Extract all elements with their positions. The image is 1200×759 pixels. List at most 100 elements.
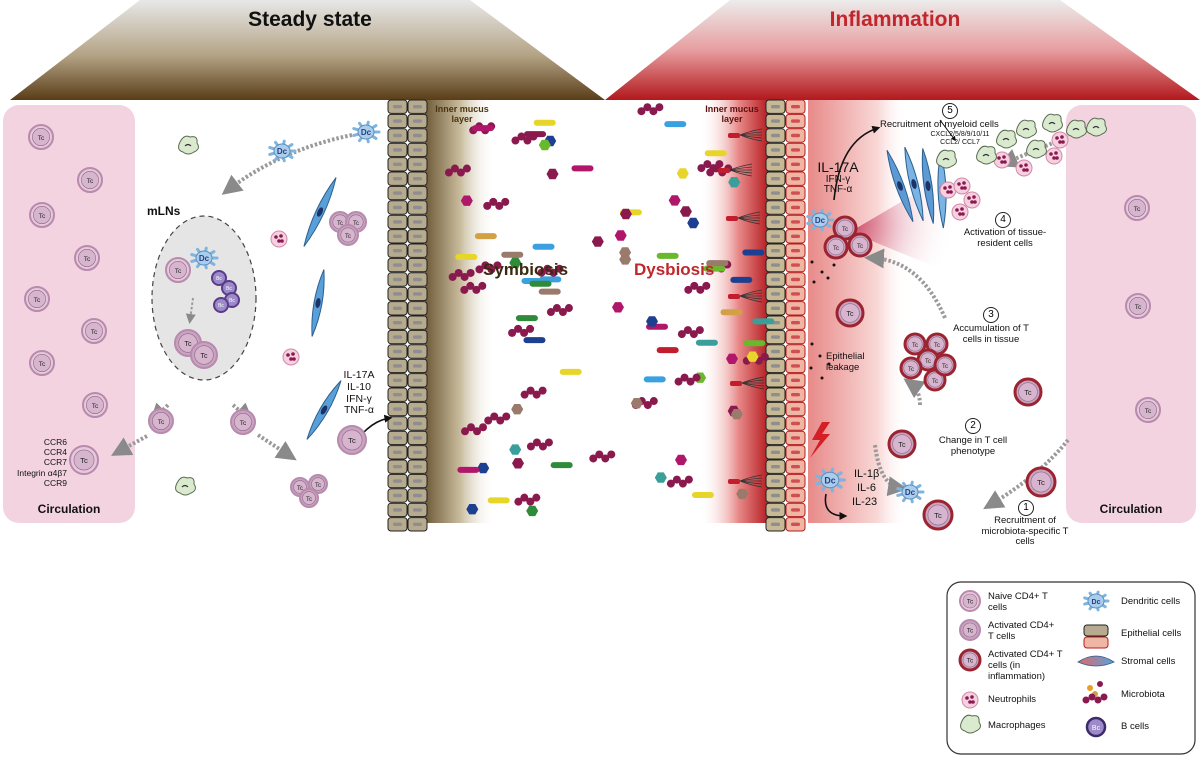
epithelial-nucleus: [771, 105, 780, 109]
stromal-nucleus: [315, 298, 321, 308]
neutrophil: [282, 348, 300, 366]
neutrophil-granule: [274, 235, 278, 239]
dc-label: Dc: [277, 147, 288, 156]
epithelial-nucleus: [413, 393, 422, 397]
microbe-chain-link: [460, 285, 469, 294]
epithelial-nucleus: [771, 191, 780, 195]
tc-nucleus: [927, 372, 943, 388]
step-3-number: 3: [983, 307, 999, 323]
epithelial-nucleus: [393, 393, 402, 397]
legend-microbiota: Microbiota: [1121, 689, 1165, 700]
epithelial-nucleus: [413, 249, 422, 253]
tc-label: Tc: [967, 658, 974, 665]
epithelial-nucleus: [413, 277, 422, 282]
microbe-hex: [746, 351, 759, 362]
tc-nucleus: [929, 336, 945, 352]
tc-nucleus: [1139, 401, 1157, 419]
microbe-chain: [589, 450, 616, 463]
epithelial-nucleus: [393, 335, 402, 339]
tc-label: Tc: [908, 367, 914, 373]
microbe-rod: [487, 497, 510, 504]
epithelial-nucleus: [413, 191, 422, 195]
microbe-chain: [460, 281, 487, 294]
epithelial-nucleus: [413, 177, 422, 181]
neutrophil-granule: [967, 196, 971, 200]
legend-macrophage-icon: [960, 714, 981, 734]
microbe-rod: [550, 462, 573, 469]
neutrophil-granule: [960, 186, 964, 190]
tc-cell: Tc: [165, 257, 191, 283]
inner-mucus-layer-left: [425, 100, 495, 523]
epithelial-nucleus: [771, 177, 780, 181]
tc-nucleus: [1129, 297, 1147, 315]
microbe-chain-link: [649, 397, 658, 406]
tc-cell: Tc: [823, 234, 849, 260]
dendritic-cell: Dc: [896, 480, 925, 504]
microbe-chain-link: [1094, 696, 1102, 704]
macrophage-body: [960, 714, 981, 734]
tc-label: Tc: [348, 436, 356, 445]
epithelial-nucleus: [771, 162, 780, 166]
tc-label: Tc: [91, 329, 98, 336]
neutrophil: [951, 203, 969, 221]
receptor: Integrin α4β7: [17, 467, 67, 478]
tc-label: Tc: [92, 403, 99, 410]
legend-dendritic-icon: Dc: [1083, 590, 1110, 612]
tc-label: Tc: [184, 340, 192, 348]
microbe-hex: [526, 505, 539, 517]
epithelial-nucleus: [393, 162, 402, 166]
microbe-chain-link: [526, 324, 535, 333]
tc-cell: Tc: [299, 488, 319, 508]
flagellum: [737, 217, 761, 225]
microbe-rod: [571, 165, 594, 172]
macrophage-nucleus: [1092, 125, 1100, 129]
microbe-hex: [675, 454, 687, 466]
epithelial-nucleus: [393, 249, 402, 253]
macrophage-nucleus: [181, 484, 189, 488]
microbe-chain-link: [496, 416, 505, 425]
neutrophil-granule: [973, 200, 977, 204]
tc-label: Tc: [240, 420, 247, 427]
epithelial-nucleus: [771, 292, 780, 296]
legend-dendritic: Dendritic cells: [1121, 596, 1181, 607]
macrophage: [936, 149, 957, 169]
neutrophil: [993, 151, 1011, 169]
epithelial-nucleus: [413, 349, 422, 354]
tc-label: Tc: [200, 352, 208, 360]
tc-label: Tc: [315, 483, 321, 489]
microbiota: [444, 103, 775, 517]
dysbiosis-label: Dysbiosis: [634, 260, 715, 279]
epithelial-nucleus: [413, 465, 422, 469]
microbe-chain: [537, 264, 564, 277]
neutrophil-granule: [1019, 164, 1023, 168]
dc-label: Dc: [905, 488, 916, 497]
tc-cell: Tc: [903, 332, 927, 356]
neutrophil-granule: [963, 186, 967, 190]
microbe-chain-link: [1088, 693, 1096, 701]
microbe-rod: [703, 265, 726, 272]
receptor: CCR6: [43, 437, 67, 447]
step-2-number: 2: [965, 418, 981, 434]
microbe-chain-link: [514, 324, 523, 333]
neutrophil-granule: [955, 208, 959, 212]
epithelial-nucleus: [393, 421, 402, 426]
stromal-cell: [921, 148, 935, 224]
microbe-chain-link: [532, 438, 541, 447]
microbe-chain-link: [454, 268, 463, 277]
tc-cell: Tc: [925, 332, 949, 356]
microbe-chain-link: [450, 164, 459, 173]
epithelial-nucleus: [771, 249, 780, 253]
neutrophil: [939, 181, 957, 199]
neutrophil-granule: [960, 207, 964, 211]
macrophage: [175, 476, 196, 496]
epithelial-nucleus: [771, 508, 780, 512]
tc-label: Tc: [846, 310, 854, 318]
microbe-rod: [559, 368, 582, 375]
mlns-label: mLNs: [147, 204, 181, 218]
tc-label: Tc: [898, 441, 906, 449]
microbe-rod: [656, 252, 679, 259]
tc-cell: Tc: [1124, 195, 1150, 221]
flagellated-bacterium: [730, 381, 742, 386]
macrophage-nucleus: [1032, 147, 1040, 151]
